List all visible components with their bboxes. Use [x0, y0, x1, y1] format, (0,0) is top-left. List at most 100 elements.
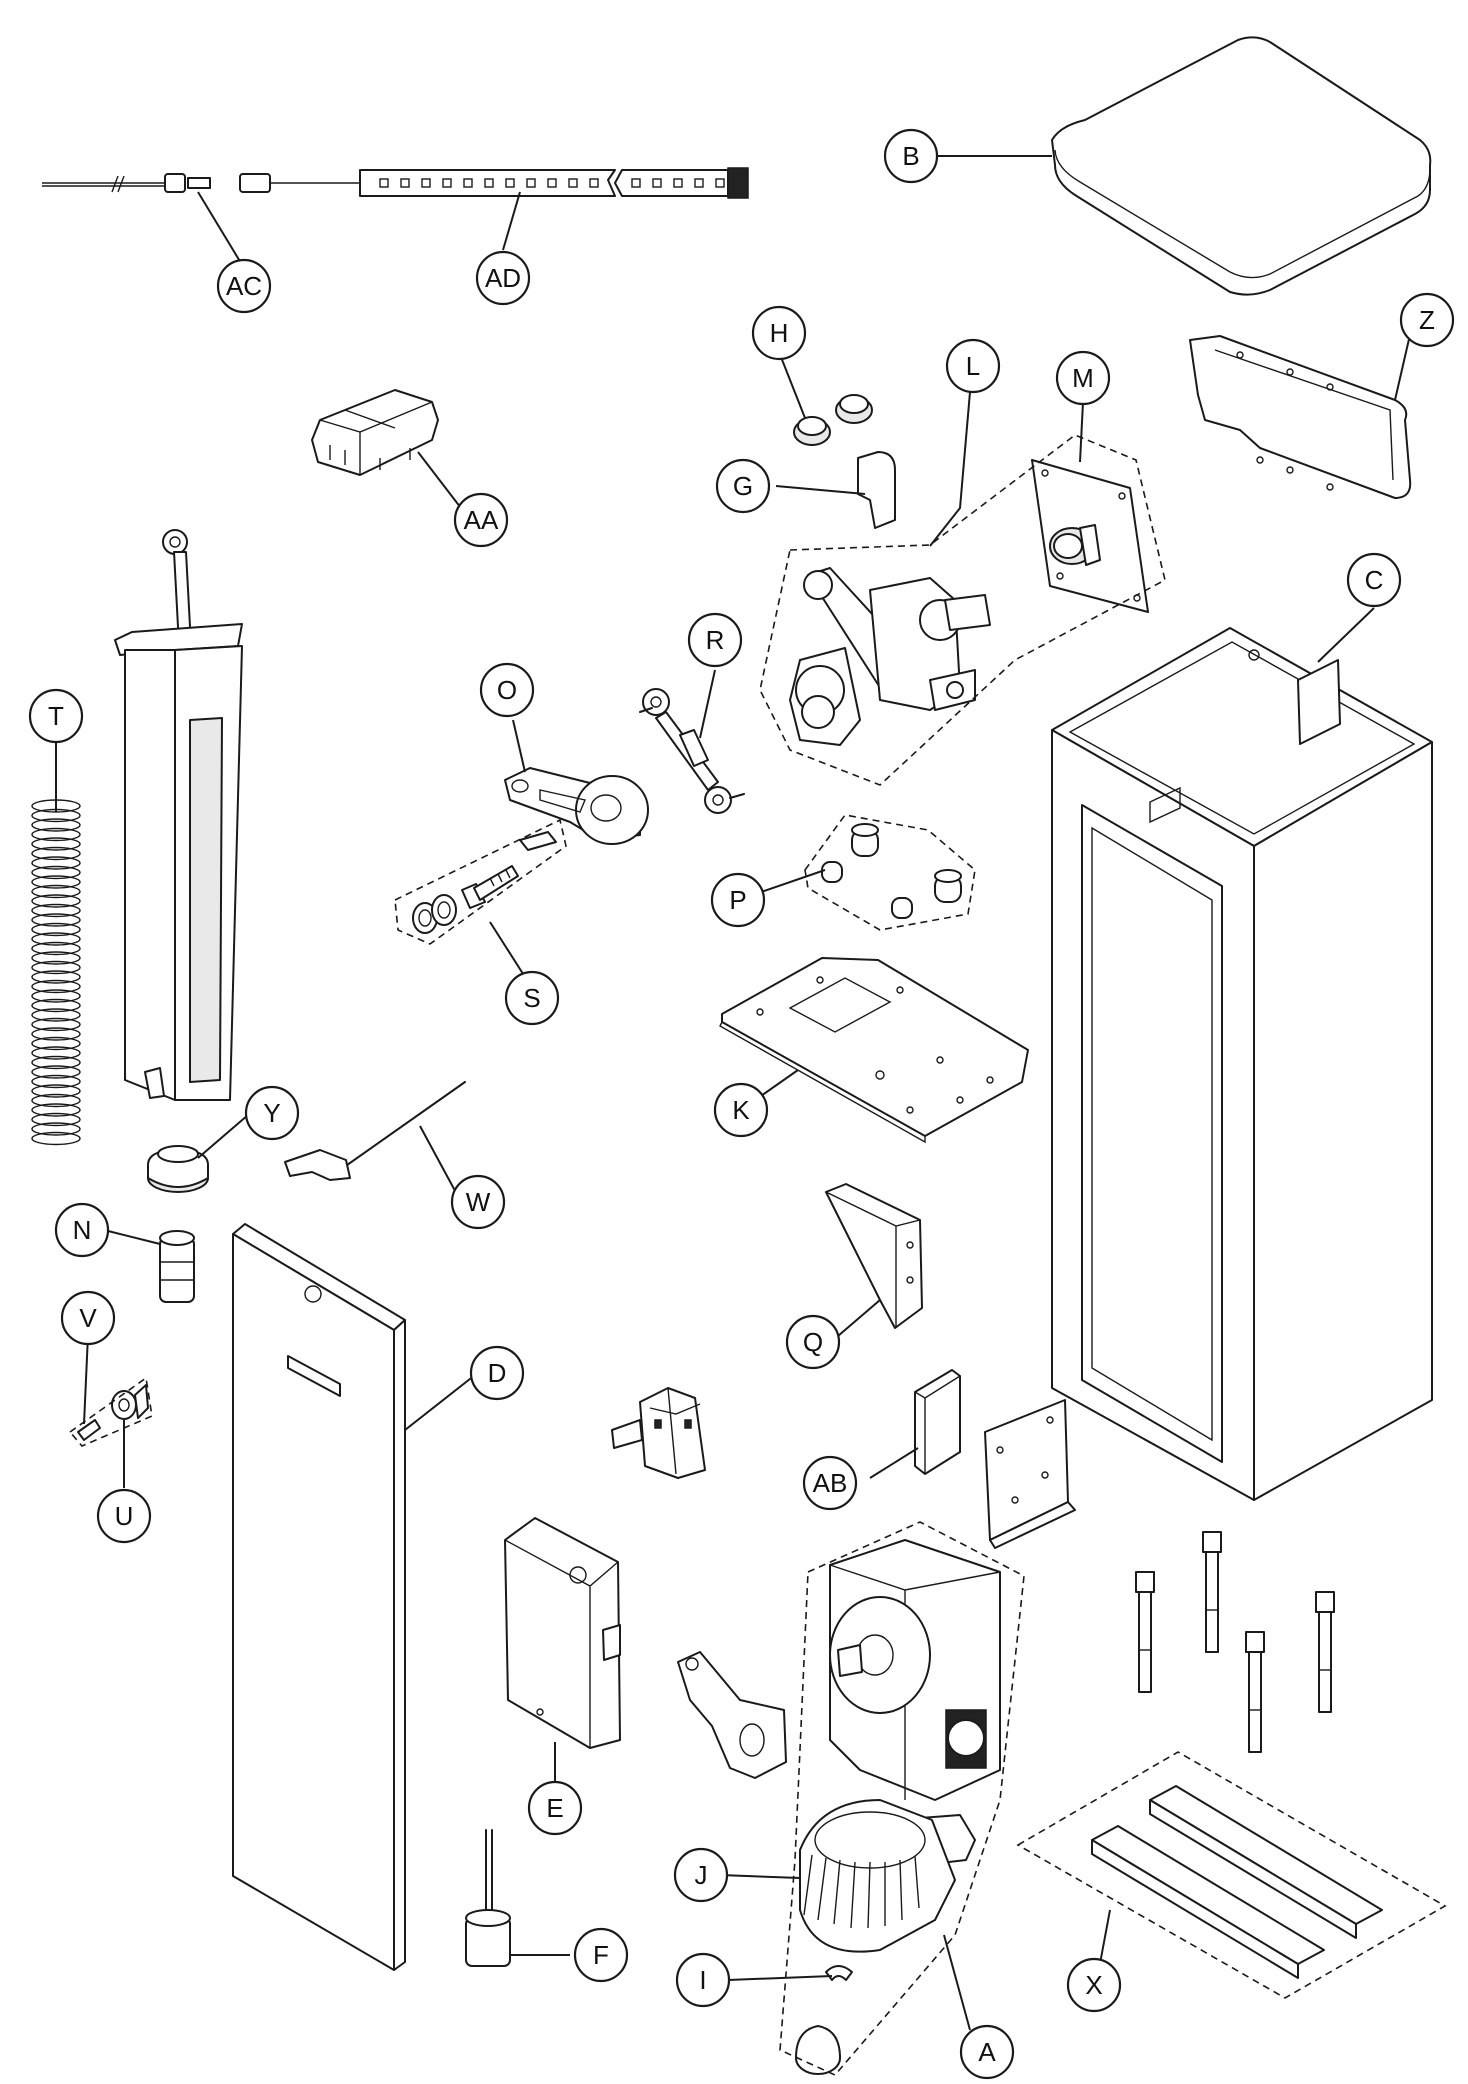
bolt-shaft	[1205, 1551, 1219, 1653]
callout-T: T	[28, 688, 84, 744]
callout-O: O	[479, 662, 535, 718]
gearmotor-outline	[779, 1521, 1025, 2076]
spring-coil	[31, 837, 81, 851]
spring-coil	[31, 1131, 81, 1146]
callout-C: C	[1346, 552, 1402, 608]
callout-Y: Y	[244, 1085, 300, 1141]
callout-I: I	[675, 1952, 731, 2008]
callout-A-text: A	[978, 2037, 996, 2067]
callout-C-text: C	[1365, 565, 1384, 595]
motor-part	[799, 1799, 956, 1953]
stop-block-part	[857, 451, 896, 529]
anchor-bolts-part	[1135, 1531, 1335, 1753]
led-dot	[526, 178, 536, 188]
bolt-nut	[1315, 1591, 1335, 1613]
spring-coil	[31, 1017, 81, 1032]
callout-E-text: E	[546, 1793, 563, 1823]
spring-coil	[31, 960, 81, 975]
rails-outline	[1016, 1751, 1447, 1999]
cap-part	[147, 1145, 209, 1193]
bolt-kit-part	[412, 831, 557, 934]
callout-F: F	[573, 1927, 629, 1983]
release-arm-part	[677, 1651, 787, 1779]
callout-U-text: U	[115, 1501, 134, 1531]
spring-coil	[31, 932, 81, 946]
bolt-shaft	[1248, 1651, 1262, 1753]
spring-coil	[31, 1103, 81, 1117]
callout-D: D	[469, 1345, 525, 1401]
cabinet-part	[1051, 627, 1433, 1501]
spring-coil	[31, 894, 81, 908]
led-dot	[589, 178, 599, 188]
callout-H-text: H	[770, 318, 789, 348]
callout-AC-text: AC	[226, 271, 262, 301]
spring-coil	[31, 827, 81, 842]
callout-AC: AC	[216, 258, 272, 314]
door-panel-part	[232, 1223, 406, 1971]
callout-T-text: T	[48, 701, 64, 731]
spring-coil	[31, 884, 81, 899]
callout-V: V	[60, 1290, 116, 1346]
spring-coil	[31, 903, 81, 918]
led-dot	[400, 178, 410, 188]
tie-rod-part	[639, 688, 745, 814]
pins-part	[821, 823, 962, 919]
callout-P-text: P	[729, 885, 746, 915]
release-key-part	[284, 1081, 466, 1181]
callout-S: S	[504, 970, 560, 1026]
led-dot	[652, 178, 662, 188]
spring-coil	[31, 865, 81, 880]
callout-V-text: V	[79, 1303, 97, 1333]
callout-G: G	[715, 458, 771, 514]
callout-J-text: J	[695, 1860, 708, 1890]
spring-coil	[31, 989, 81, 1003]
callout-AD: AD	[475, 250, 531, 306]
callout-W-text: W	[466, 1187, 491, 1217]
spring-coil	[31, 846, 81, 861]
callout-L: L	[945, 338, 1001, 394]
callout-M: M	[1055, 350, 1111, 406]
crank-group-outline	[759, 434, 1166, 786]
callout-Y-text: Y	[263, 1098, 280, 1128]
bolt-shaft	[1138, 1591, 1152, 1693]
callout-F-text: F	[593, 1940, 609, 1970]
callout-A: A	[959, 2024, 1015, 2080]
control-box-part	[504, 1517, 621, 1749]
circuit-breaker-part	[611, 1387, 706, 1479]
callout-L-text: L	[966, 351, 980, 381]
led-dots	[379, 178, 725, 188]
top-bracket-part	[1189, 335, 1412, 499]
callout-W: W	[450, 1174, 506, 1230]
callout-X-text: X	[1085, 1970, 1102, 2000]
callout-Q: Q	[785, 1314, 841, 1370]
spring-coil	[31, 818, 81, 832]
leader-lines	[55, 155, 1413, 2031]
small-cap-part	[795, 1965, 853, 2075]
callout-K-text: K	[732, 1095, 750, 1125]
spring-coil	[31, 1055, 81, 1070]
callout-B: B	[883, 128, 939, 184]
spring-coil	[31, 1112, 81, 1127]
led-dot	[631, 178, 641, 188]
spring-coil	[31, 1084, 81, 1098]
electronics-plate-part	[984, 1399, 1076, 1549]
led-dot	[673, 178, 683, 188]
callout-AB-text: AB	[813, 1468, 848, 1498]
bolt-nut	[1202, 1531, 1222, 1553]
led-dot	[547, 178, 557, 188]
led-dot	[568, 178, 578, 188]
bolt-kit-outline	[394, 818, 567, 945]
callout-N-text: N	[73, 1215, 92, 1245]
bushing-rings-part	[793, 394, 873, 446]
spring-coil	[31, 1093, 81, 1108]
led-dot	[484, 178, 494, 188]
crank-assembly-part	[789, 567, 991, 746]
spring-coil	[31, 1065, 81, 1079]
callout-K: K	[713, 1082, 769, 1138]
callout-G-text: G	[733, 471, 753, 501]
spring-coil	[31, 998, 81, 1013]
spring-coil	[31, 970, 81, 984]
callout-R: R	[687, 612, 743, 668]
callout-R-text: R	[706, 625, 725, 655]
callout-N: N	[54, 1202, 110, 1258]
